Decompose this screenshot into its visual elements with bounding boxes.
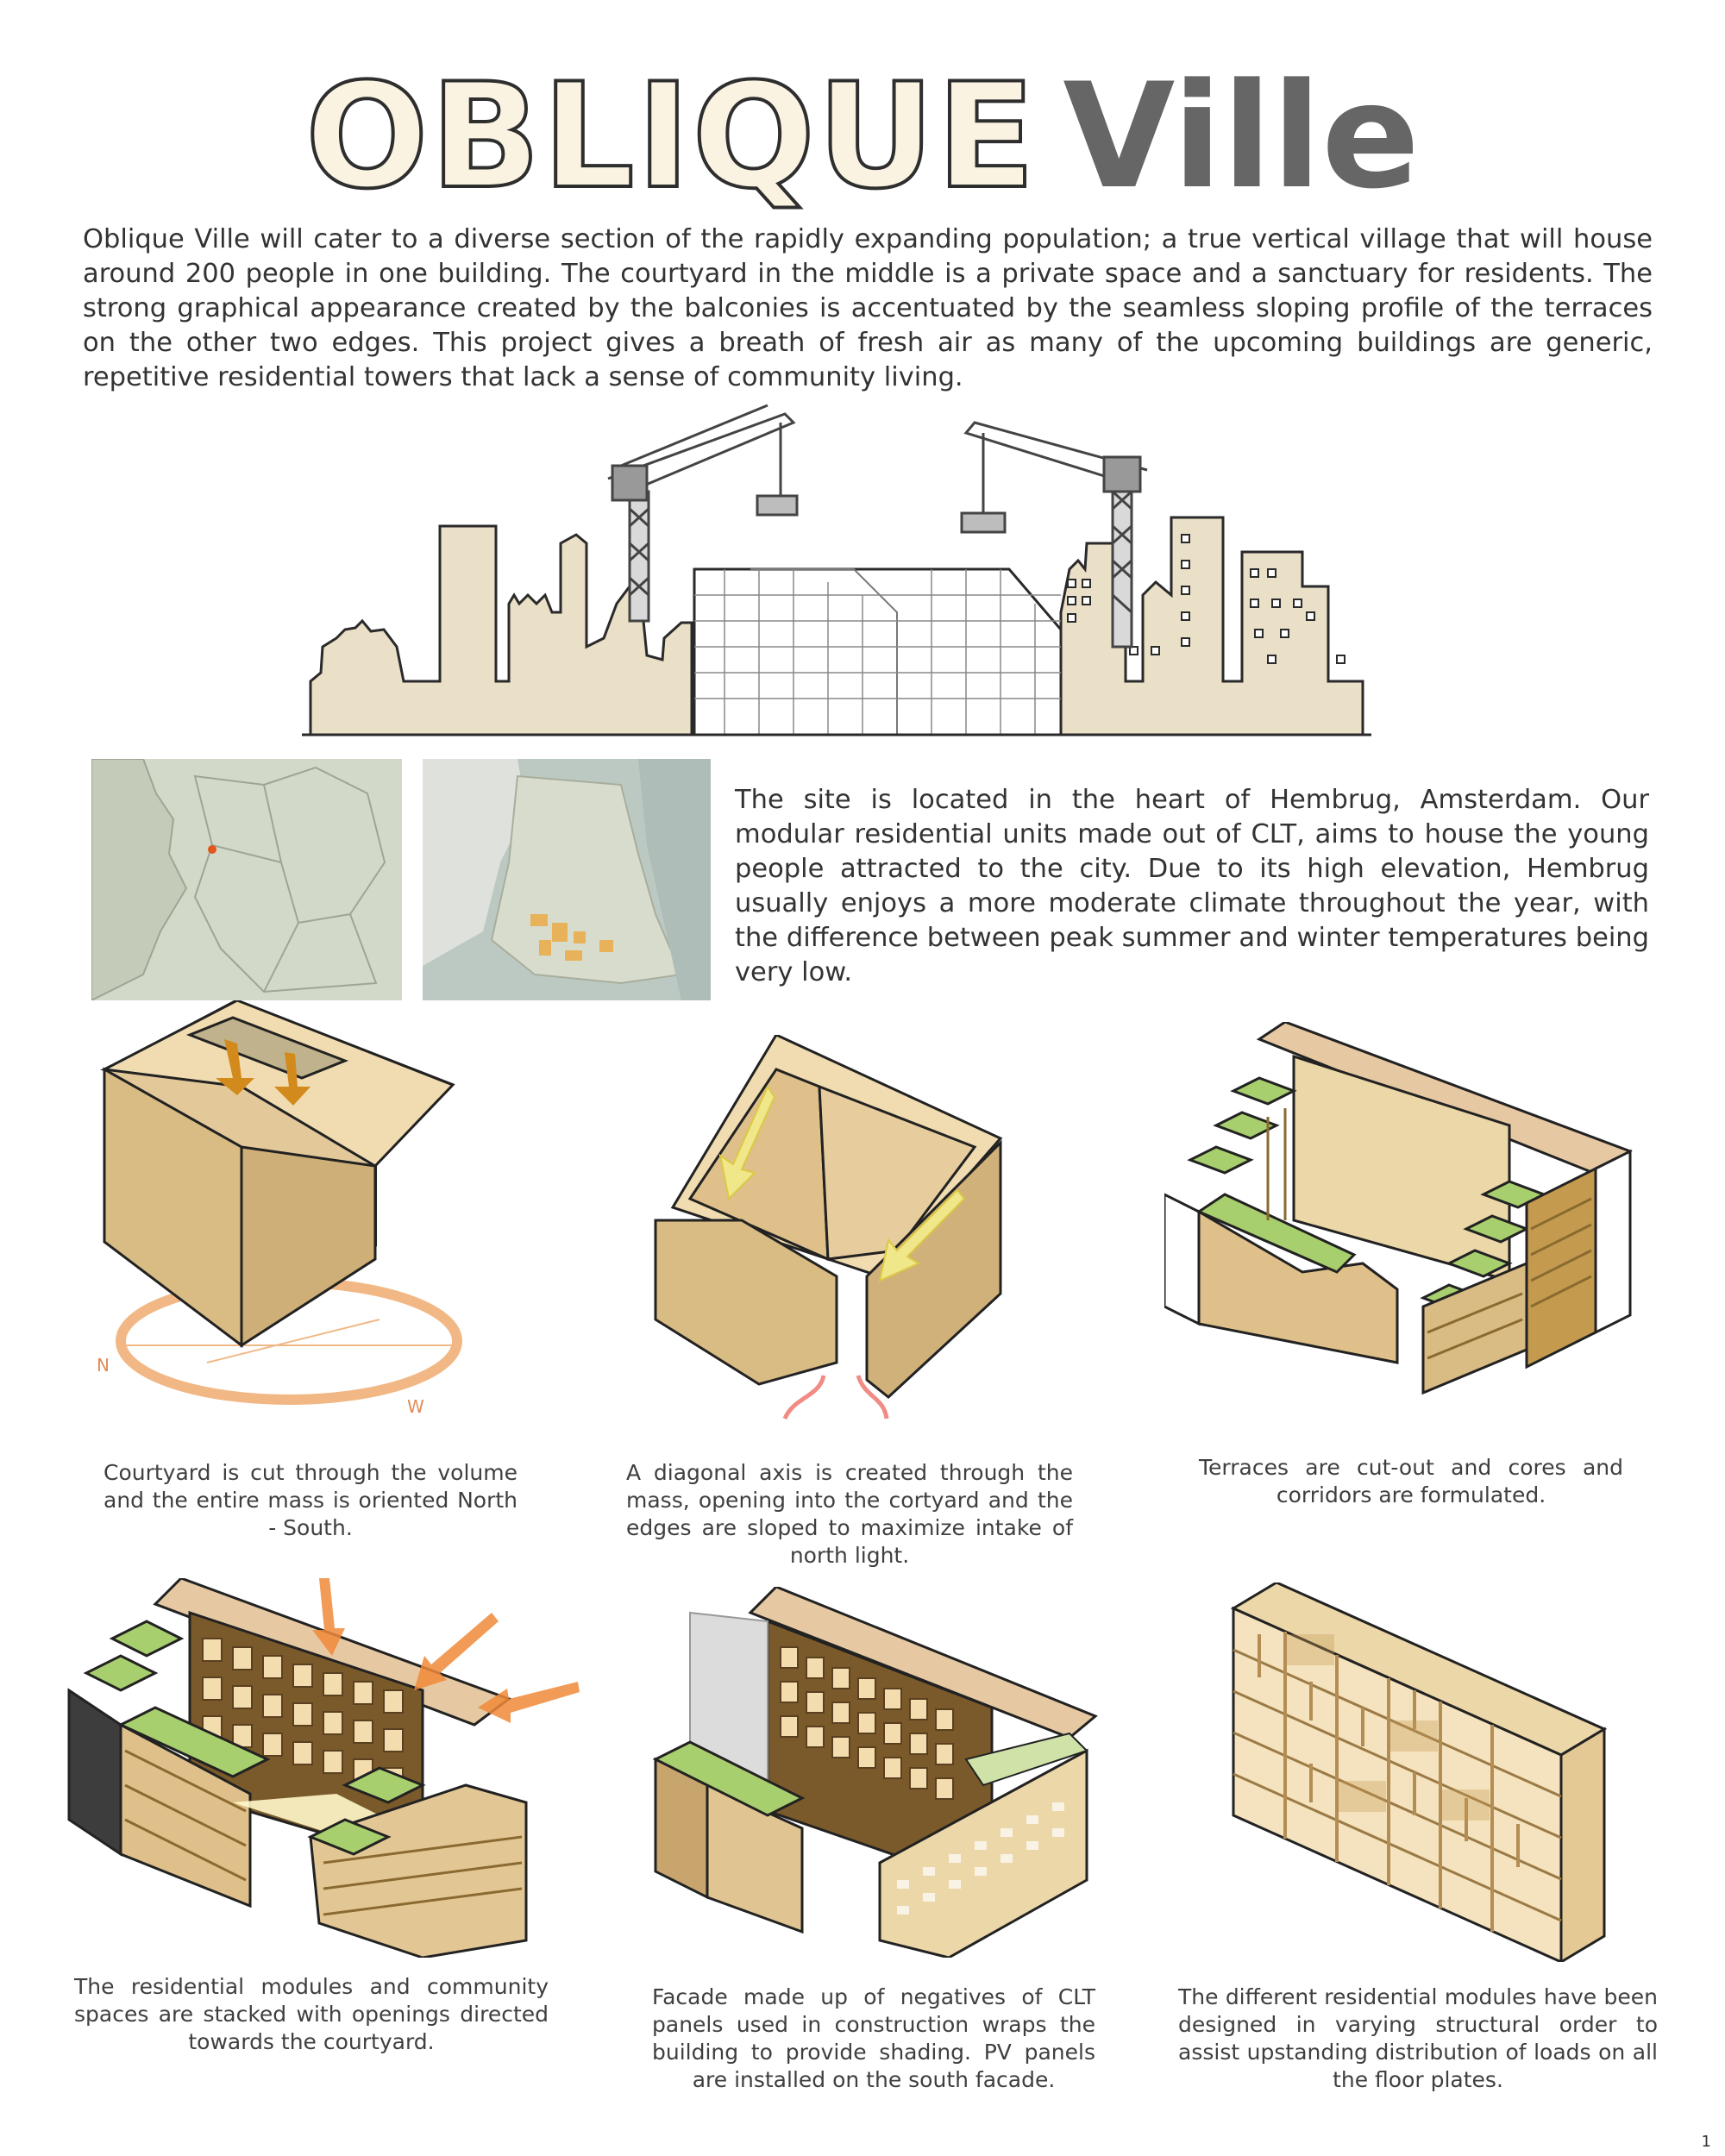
title-outline-word: OBLIQUE (304, 50, 1038, 222)
site-description: The site is located in the heart of Hemb… (735, 785, 1649, 987)
diagram-stacked-modules (67, 1578, 580, 1958)
site-location-marker (208, 845, 216, 854)
diagram-courtyard-cut: N W (97, 1000, 462, 1417)
caption-stacked-modules: The residential modules and community sp… (74, 1974, 549, 2054)
left-crane (607, 404, 799, 623)
right-crane (960, 421, 1148, 649)
diagram-terraces-cores (1164, 1022, 1633, 1395)
caption-terraces: Terraces are cut-out and cores and corri… (1199, 1455, 1623, 1507)
compass-north-label: N (97, 1355, 110, 1376)
netherlands-map (91, 759, 402, 1000)
page-number: 1 (1701, 2133, 1711, 2151)
diagram-structural-modules (1230, 1583, 1608, 1962)
oblique-ville-elevation (693, 567, 1063, 736)
title-solid-word: Ville (1063, 52, 1421, 221)
left-skyline-silhouette (309, 524, 693, 736)
courtyard-openings-grid (202, 1638, 404, 1791)
skyline-illustration (302, 404, 1371, 736)
caption-diagonal-axis: A diagonal axis is created through the m… (626, 1460, 1073, 1568)
intro-paragraph: Oblique Ville will cater to a diverse se… (83, 224, 1653, 392)
compass-west-label: W (407, 1396, 424, 1417)
caption-courtyard: Courtyard is cut through the volume and … (104, 1460, 518, 1540)
right-skyline-silhouette (1059, 516, 1364, 736)
diagram-diagonal-axis (654, 1035, 1003, 1420)
diagram-facade (652, 1587, 1098, 1958)
caption-facade: Facade made up of negatives of CLT panel… (652, 1984, 1095, 2092)
caption-structural-modules: The different residential modules have b… (1178, 1984, 1658, 2092)
directional-arrows (312, 1578, 580, 1723)
hembrug-site-map (423, 759, 711, 1000)
